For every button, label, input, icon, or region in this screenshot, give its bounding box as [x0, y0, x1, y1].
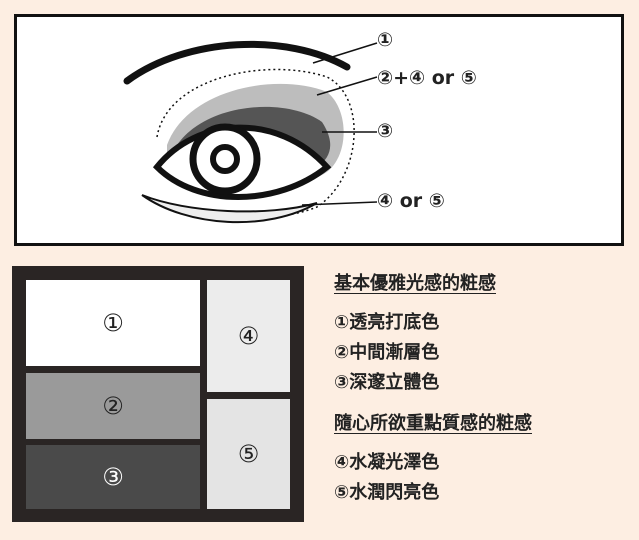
pan-number: ⑤ — [237, 440, 260, 468]
legend: 基本優雅光感的粧感 ①透亮打底色 ②中間漸層色 ③深邃立體色 隨心所欲重點質感的… — [334, 270, 532, 508]
pan-number: ① — [102, 309, 124, 337]
pan-number: ③ — [102, 463, 124, 491]
label-3: ③ — [377, 120, 394, 142]
eye-diagram: ① ②+④ or ⑤ ③ ④ or ⑤ — [14, 14, 624, 246]
label-1: ① — [377, 29, 394, 51]
legend-item: ④水凝光澤色 — [334, 452, 440, 473]
label-4-or-5: ④ or ⑤ — [377, 190, 445, 212]
pan-4: ④ — [207, 280, 290, 392]
eyebrow — [123, 40, 351, 85]
eyeshadow-palette: ① ② ③ ④ ⑤ — [12, 266, 304, 522]
legend-item: ②中間漸層色 — [334, 342, 440, 363]
group1-title: 基本優雅光感的粧感 — [334, 273, 496, 294]
eye-illustration — [123, 40, 378, 224]
lower-lid-zone — [141, 194, 318, 224]
pan-number: ② — [102, 392, 124, 420]
legend-item: ①透亮打底色 — [334, 312, 440, 333]
legend-item: ⑤水潤閃亮色 — [334, 482, 440, 503]
pan-3: ③ — [26, 445, 200, 509]
pan-2: ② — [26, 373, 200, 439]
pupil — [210, 144, 240, 174]
group2-title: 隨心所欲重點質感的粧感 — [334, 413, 532, 434]
label-2-plus-4-or-5: ②+④ or ⑤ — [377, 67, 477, 89]
legend-item: ③深邃立體色 — [334, 372, 440, 393]
pan-1: ① — [26, 280, 200, 366]
pan-number: ④ — [237, 322, 260, 350]
pan-5: ⑤ — [207, 399, 290, 509]
